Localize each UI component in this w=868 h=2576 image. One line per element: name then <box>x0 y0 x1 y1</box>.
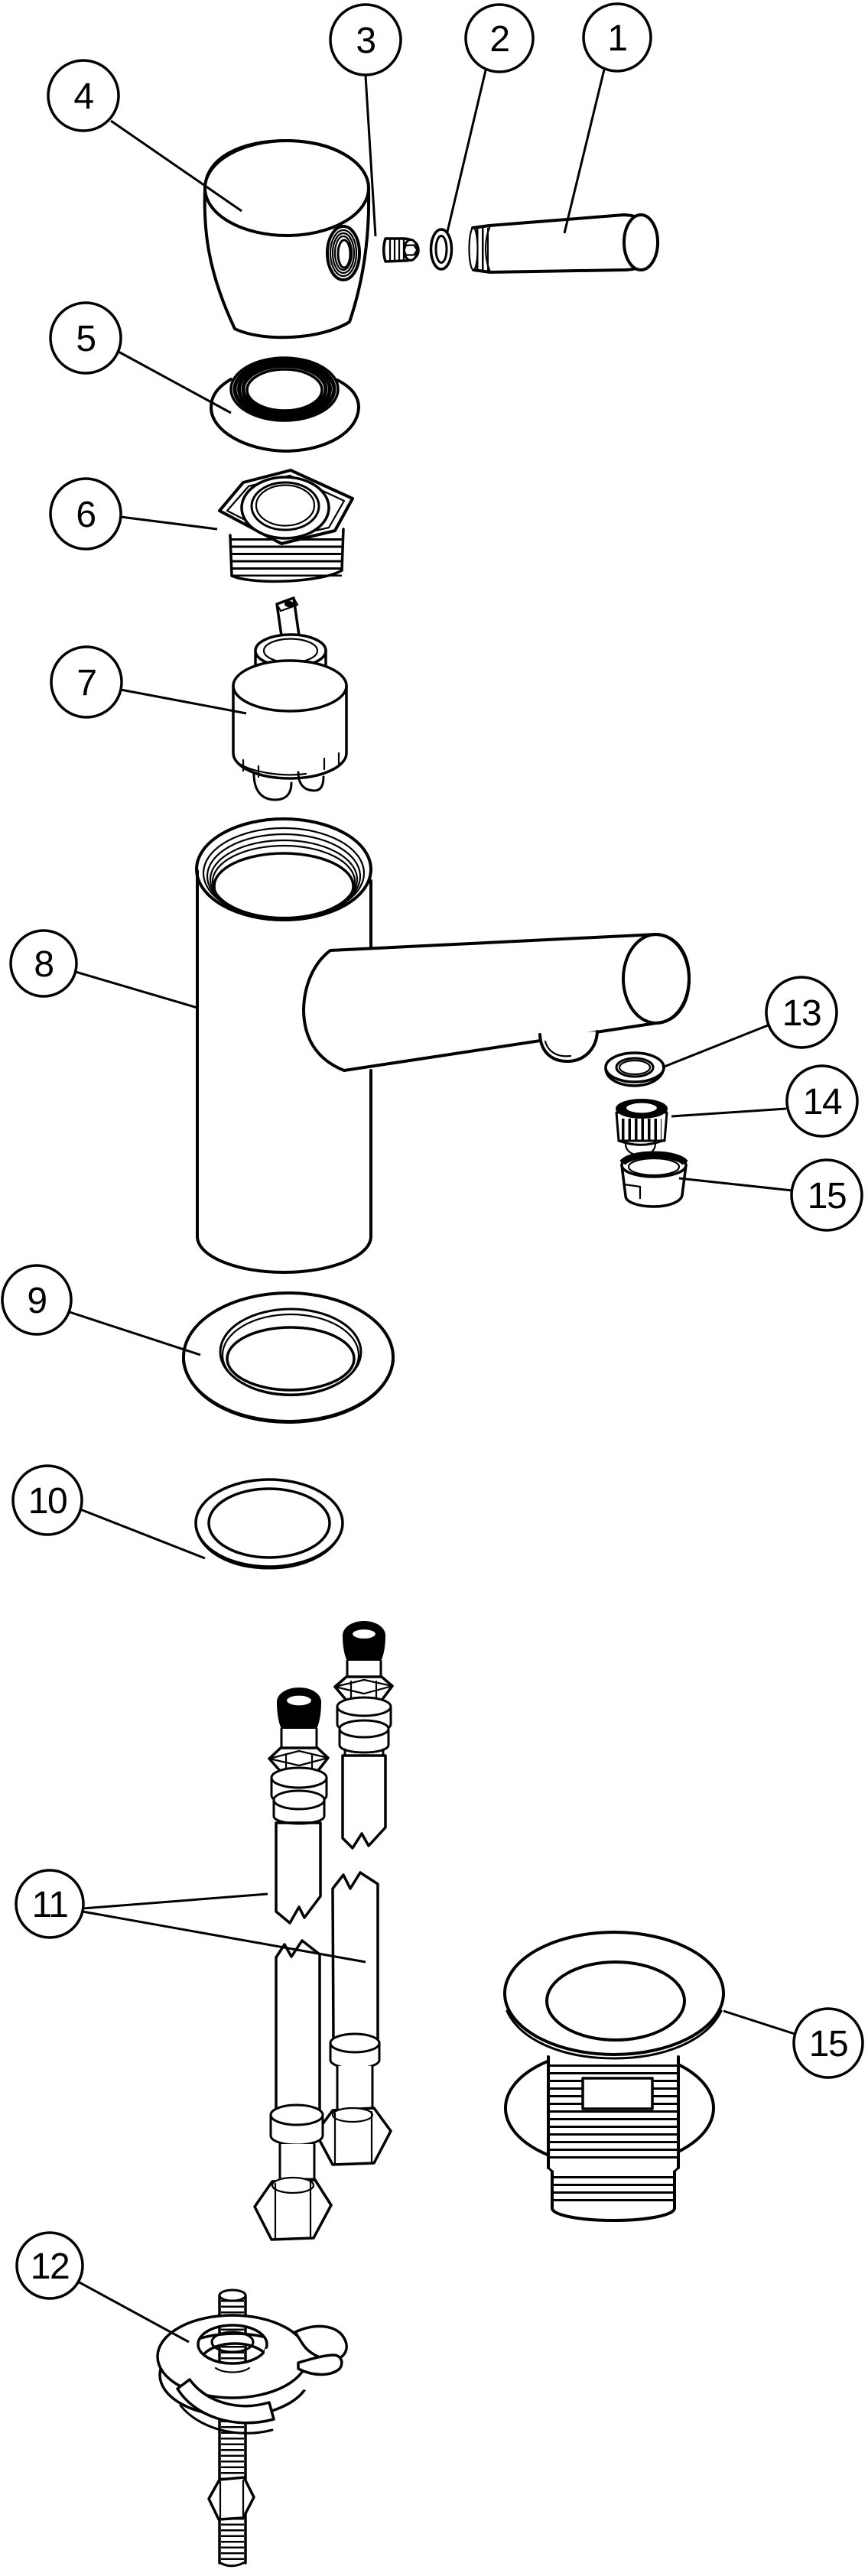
callout-12: 12 <box>15 2231 190 2344</box>
part-8-tap-body <box>195 817 691 1274</box>
hose-braid-segment <box>275 1821 322 1925</box>
hose-right <box>314 1621 394 2166</box>
hose-braid-segment <box>275 1939 321 2115</box>
callout-15-waste: 15 <box>723 2007 864 2079</box>
callout-14: 14 <box>671 1064 859 1138</box>
callouts: 1 2 3 4 5 6 7 <box>1 2 864 2344</box>
part-11-flexible-hoses <box>253 1621 394 2241</box>
callout-2: 2 <box>446 3 535 232</box>
callout-7: 7 <box>50 645 247 719</box>
waste-slot <box>581 2077 654 2110</box>
svg-text:13: 13 <box>782 993 821 1034</box>
svg-text:6: 6 <box>76 495 95 535</box>
part-2-o-ring <box>429 228 454 271</box>
svg-text:1: 1 <box>607 18 626 59</box>
svg-text:5: 5 <box>76 319 95 359</box>
part-15-aerator-cap <box>619 1151 688 1208</box>
part-1-handle-lever <box>468 213 659 274</box>
part-6-retaining-nut <box>218 469 354 583</box>
part-15-basin-waste <box>503 1931 725 2222</box>
svg-text:15: 15 <box>808 1176 846 1217</box>
svg-text:14: 14 <box>803 1082 842 1122</box>
callout-6: 6 <box>49 477 218 551</box>
callout-1: 1 <box>563 2 652 234</box>
callout-4: 4 <box>47 59 242 213</box>
svg-text:12: 12 <box>31 2246 69 2287</box>
hose-left <box>253 1688 333 2241</box>
svg-text:10: 10 <box>28 1481 67 1522</box>
part-9-base-ring <box>182 1291 395 1424</box>
callout-11: 11 <box>15 1869 366 1964</box>
fixing-nut <box>207 2476 255 2521</box>
handle-set-screw-hole <box>326 225 361 281</box>
fixing-clamp <box>156 2314 348 2435</box>
part-10-base-gasket <box>194 1478 344 1570</box>
callout-9: 9 <box>1 1264 201 1356</box>
svg-text:15: 15 <box>809 2024 847 2064</box>
part-13-spout-washer <box>604 1051 665 1087</box>
part-7-ceramic-cartridge <box>232 596 348 801</box>
svg-text:2: 2 <box>489 19 509 60</box>
svg-text:3: 3 <box>356 21 375 61</box>
part-3-grub-screw <box>382 237 420 263</box>
callout-13: 13 <box>662 976 838 1069</box>
svg-text:7: 7 <box>76 663 96 703</box>
callout-15-aerator: 15 <box>678 1158 863 1232</box>
part-14-aerator-insert <box>615 1099 668 1157</box>
spout <box>302 933 691 1072</box>
svg-text:8: 8 <box>34 944 53 985</box>
hose-braid-segment <box>341 1754 387 1850</box>
callout-8: 8 <box>9 929 198 1009</box>
svg-text:4: 4 <box>73 76 93 117</box>
svg-text:9: 9 <box>27 1281 46 1321</box>
callout-5: 5 <box>49 301 232 414</box>
callout-10: 10 <box>11 1464 206 1560</box>
callout-3: 3 <box>329 3 402 237</box>
part-5-dome-cover-ring <box>210 356 360 453</box>
svg-text:11: 11 <box>32 1885 68 1925</box>
part-4-handle-body <box>203 139 371 339</box>
part-12-fixing-kit <box>156 2289 348 2568</box>
